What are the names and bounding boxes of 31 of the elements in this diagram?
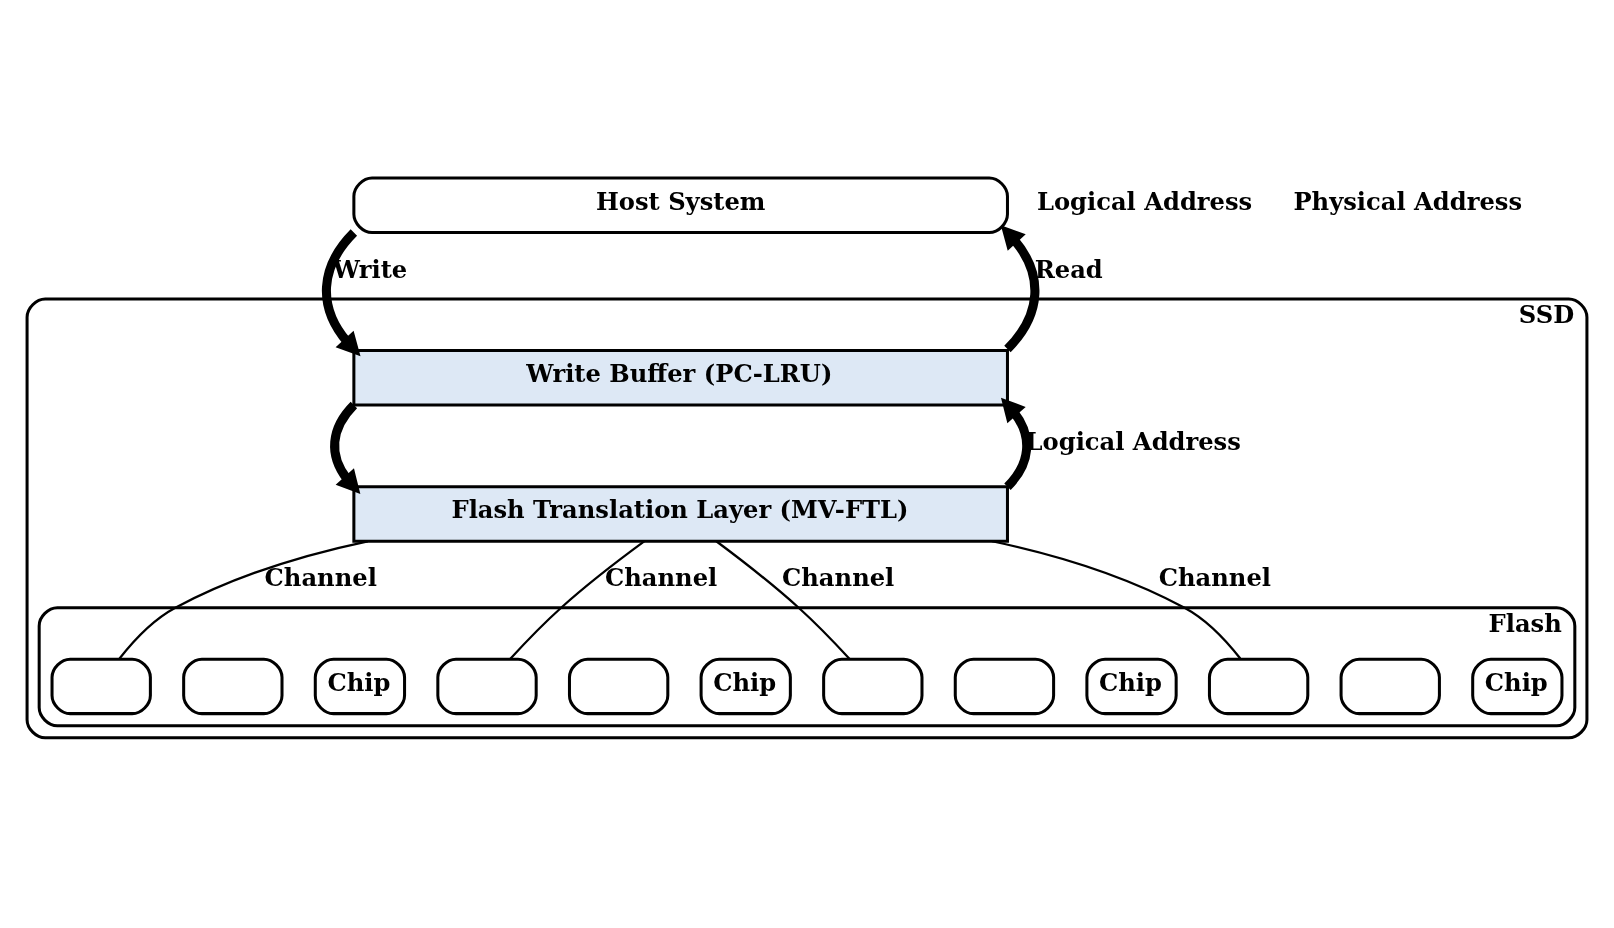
label: Logical Address	[1036, 186, 1253, 216]
arrow	[1000, 225, 1040, 353]
node-box	[567, 657, 670, 716]
arrow	[322, 229, 361, 357]
node-box	[822, 657, 924, 716]
node-box	[953, 657, 1056, 716]
node-box	[436, 657, 538, 716]
edge-label: Write	[332, 254, 408, 284]
node-box: Chip	[1471, 657, 1564, 716]
node-box: Chip	[699, 657, 792, 716]
edge-label: Channel	[1158, 563, 1272, 593]
node-box: Chip	[313, 657, 407, 716]
node-box	[1207, 657, 1310, 716]
node-box: Chip	[1085, 657, 1178, 716]
edge-label: Channel	[264, 563, 377, 593]
node-box	[182, 657, 284, 716]
node-box	[50, 657, 152, 716]
node-box: Host System	[352, 176, 1009, 235]
node-box	[1339, 657, 1441, 716]
arrow	[330, 401, 361, 494]
label: Physical Address	[1293, 186, 1523, 216]
node-box: Flash Translation Layer (MV-FTL)	[352, 485, 1009, 543]
connector	[118, 540, 368, 660]
connector	[991, 540, 1242, 660]
node-box: Write Buffer (PC-LRU)	[352, 349, 1009, 407]
edge-label: Channel	[605, 563, 718, 593]
connector	[715, 540, 851, 660]
edge-label: Channel	[782, 563, 895, 593]
arrow	[1000, 397, 1032, 490]
connector	[509, 540, 646, 660]
edge-label: Read	[1034, 254, 1103, 284]
